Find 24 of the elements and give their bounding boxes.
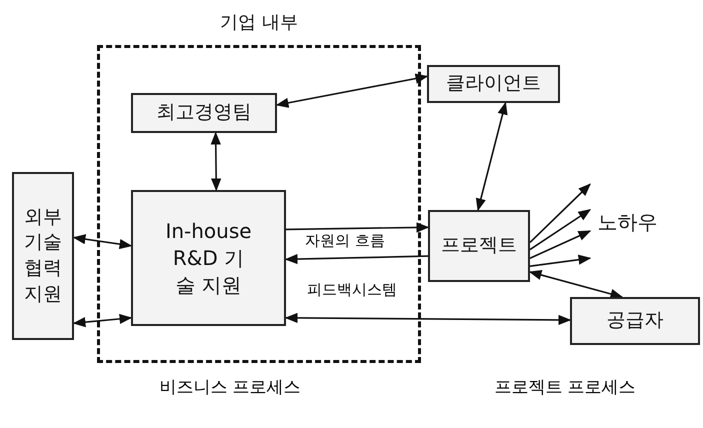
arrow: [284, 312, 572, 326]
arrow: [286, 222, 430, 233]
node-text: 노하우: [598, 209, 658, 236]
arrow: [210, 132, 222, 192]
edge-label: 자원의 흐름: [303, 232, 387, 250]
process-box: 프로젝트: [428, 210, 530, 282]
arrow: [276, 74, 428, 108]
arrow: [72, 314, 132, 328]
arrow: [530, 254, 592, 267]
arrow: [528, 270, 624, 299]
process-box: In-house R&D 기술 지원: [131, 190, 286, 326]
arrow: [476, 102, 508, 212]
process-box: 클라이언트: [427, 65, 560, 103]
process-box: 최고경영팀: [131, 93, 277, 133]
arrow: [530, 230, 592, 259]
process-caption: 비즈니스 프로세스: [159, 376, 301, 398]
arrow: [530, 209, 592, 250]
arrow: [72, 234, 132, 250]
region-heading: 기업 내부: [219, 11, 299, 34]
process-box: 외부 기술 협력 지원: [12, 172, 74, 340]
arrow: [529, 183, 591, 243]
process-caption: 프로젝트 프로세스: [494, 376, 636, 398]
arrow: [284, 254, 428, 264]
process-box: 공급자: [570, 297, 700, 345]
